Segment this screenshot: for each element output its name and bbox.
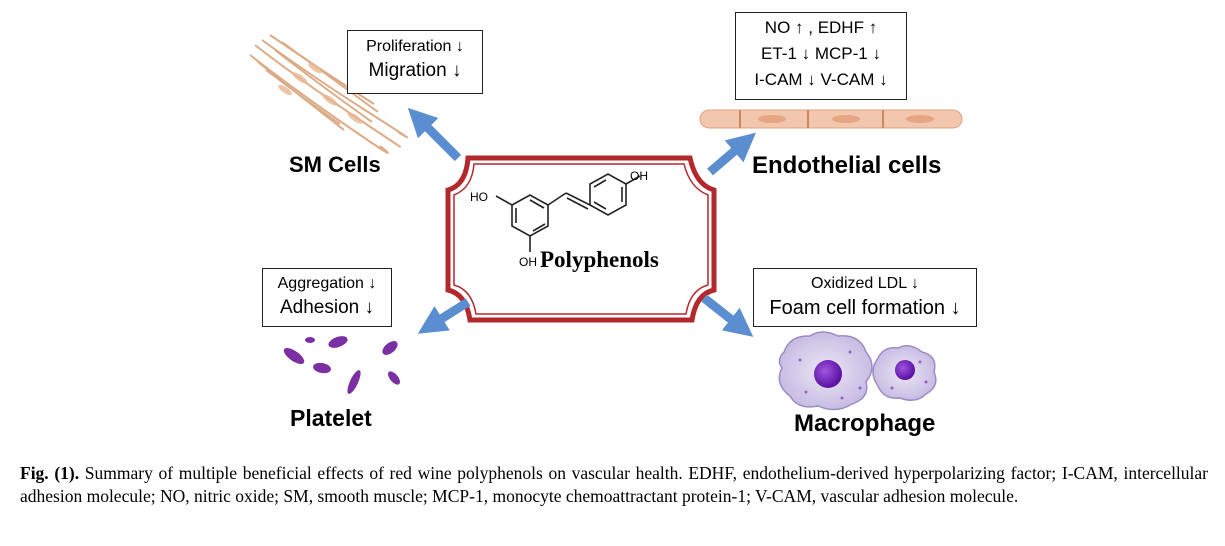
polyphenols-frame xyxy=(445,155,717,323)
platelet-illustration xyxy=(283,336,400,394)
macrophage-effects-box: Oxidized LDL ↓ Foam cell formation ↓ xyxy=(753,268,977,327)
sm-effect-migration: Migration ↓ xyxy=(368,60,462,81)
diagram-canvas xyxy=(249,34,963,411)
smooth-muscle-cells-illustration xyxy=(249,34,409,154)
endothelial-effect-et1-mcp1: ET-1 ↓ MCP-1 ↓ xyxy=(761,44,881,63)
resveratrol-structure xyxy=(495,173,641,252)
endothelial-effects-box: NO ↑ , EDHF ↑ ET-1 ↓ MCP-1 ↓ I-CAM ↓ V-C… xyxy=(735,12,907,100)
endothelial-effect-icam-vcam: I-CAM ↓ V-CAM ↓ xyxy=(754,70,888,89)
macrophage-label: Macrophage xyxy=(794,410,936,437)
platelet-effect-adhesion: Adhesion ↓ xyxy=(279,297,374,318)
oh-bottom-label: OH xyxy=(519,255,537,269)
caption-text: Summary of multiple beneficial effects o… xyxy=(20,463,1208,506)
polyphenols-title: Polyphenols xyxy=(540,247,659,272)
endothelial-cells-illustration xyxy=(699,109,963,129)
macrophage-effect-oxidized-ldl: Oxidized LDL ↓ xyxy=(811,275,919,292)
macrophage-illustration xyxy=(778,331,937,411)
figure-caption: Fig. (1). Summary of multiple beneficial… xyxy=(20,462,1208,508)
platelet-effects-box: Aggregation ↓ Adhesion ↓ xyxy=(262,268,392,327)
macrophage-effect-foam-cell: Foam cell formation ↓ xyxy=(769,297,961,319)
platelet-label: Platelet xyxy=(290,405,372,431)
sm-cells-label: SM Cells xyxy=(289,152,381,177)
arrow-icon xyxy=(407,107,756,337)
oh-left-label: HO xyxy=(470,190,488,204)
caption-prefix: Fig. (1). xyxy=(20,463,80,483)
endothelial-effect-no-edhf: NO ↑ , EDHF ↑ xyxy=(764,18,878,37)
oh-top-label: OH xyxy=(630,169,648,183)
sm-cells-effects-box: Proliferation ↓ Migration ↓ xyxy=(347,30,483,94)
platelet-effect-aggregation: Aggregation ↓ xyxy=(277,275,377,292)
sm-effect-proliferation: Proliferation ↓ xyxy=(366,38,464,55)
smooth-muscle-nuclei xyxy=(278,62,363,124)
endothelial-label: Endothelial cells xyxy=(752,152,942,179)
